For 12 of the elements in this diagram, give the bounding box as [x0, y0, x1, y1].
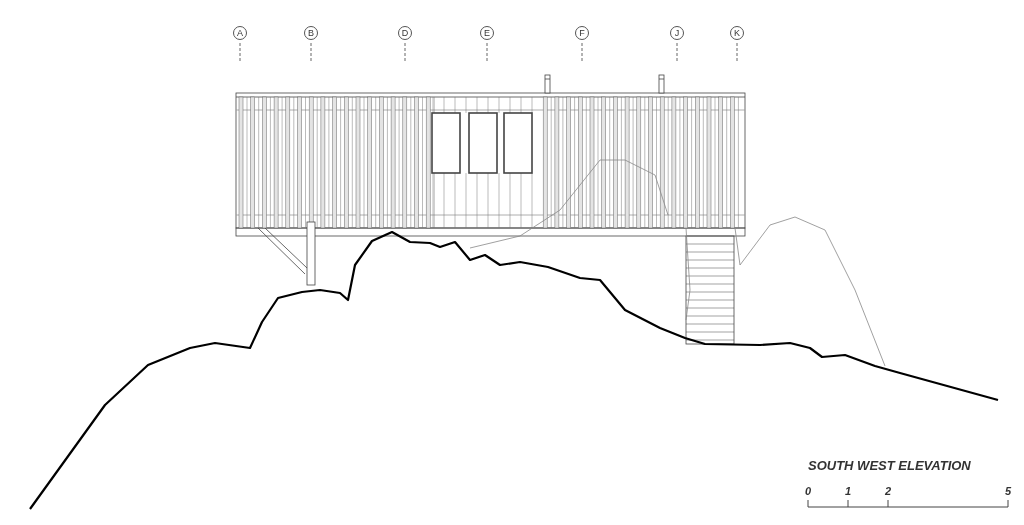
grid-bubble: F: [575, 26, 589, 40]
scale-number: 2: [885, 485, 892, 497]
drawing-title: SOUTH WEST ELEVATION: [808, 458, 971, 473]
scale-number: 0: [805, 485, 812, 497]
grid-bubble: A: [233, 26, 247, 40]
grid-bubble: J: [670, 26, 684, 40]
scale-number: 1: [845, 485, 852, 497]
grid-bubble: B: [304, 26, 318, 40]
grid-bubble: E: [480, 26, 494, 40]
scale-number: 5: [1005, 485, 1012, 497]
grid-bubble: K: [730, 26, 744, 40]
grid-bubble: D: [398, 26, 412, 40]
